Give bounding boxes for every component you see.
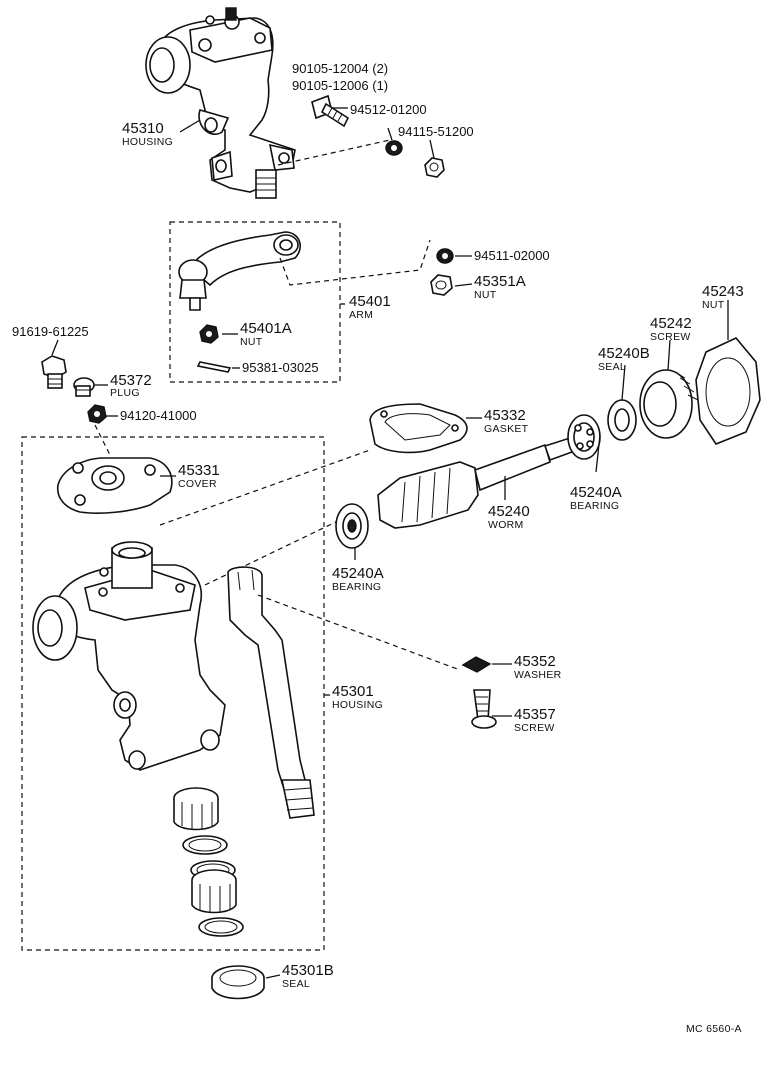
bearing-45240A-left [335, 503, 369, 549]
label-45357-name: SCREW [514, 722, 555, 734]
plug-45372 [73, 377, 95, 397]
label-94512: 94512-01200 [350, 102, 427, 117]
label-94511: 94511-02000 [474, 248, 550, 263]
gasket-45332 [369, 403, 468, 454]
label-45240A-right-name: BEARING [570, 500, 619, 512]
plug-91619 [41, 355, 67, 389]
label-45310-number: 45310 [122, 120, 164, 137]
label-45401A-number: 45401A [240, 320, 292, 337]
pitman-arm-group-box [169, 221, 341, 383]
sector-shaft [227, 566, 315, 819]
label-45240-number: 45240 [488, 503, 530, 520]
label-95381: 95381-03025 [242, 360, 319, 375]
label-45301B-name: SEAL [282, 978, 310, 990]
label-45351A-number: 45351A [474, 273, 526, 290]
label-45332-number: 45332 [484, 407, 526, 424]
assembled-gear-housing [145, 7, 296, 199]
label-45243-number: 45243 [702, 283, 744, 300]
label-45357-number: 45357 [514, 706, 556, 723]
label-45372-name: PLUG [110, 387, 140, 399]
label-45352-name: WASHER [514, 669, 562, 681]
washer-45352 [461, 656, 492, 673]
label-45240A-left-number: 45240A [332, 565, 384, 582]
seal-45240B [607, 399, 637, 441]
label-45243-name: NUT [702, 299, 725, 311]
snap-ring-upper [182, 835, 228, 855]
gear-housing-45301 [32, 541, 226, 771]
label-45242-name: SCREW [650, 331, 691, 343]
label-45240B-number: 45240B [598, 345, 650, 362]
washer-94512 [385, 140, 403, 156]
needle-bearing-lower [191, 869, 237, 914]
snap-ring-lower [198, 917, 244, 937]
label-94120: 94120-41000 [120, 408, 197, 423]
needle-bearing-upper [173, 787, 219, 831]
label-94115: 94115-51200 [398, 124, 474, 139]
worm-shaft-45240 [377, 436, 573, 529]
seal-45301B [211, 965, 265, 1000]
label-45301B-number: 45301B [282, 962, 334, 979]
label-45240A-right-number: 45240A [570, 484, 622, 501]
figure-code: MC 6560-A [686, 1023, 742, 1035]
label-45351A-name: NUT [474, 289, 497, 301]
label-90105-b: 90105-12006 (1) [292, 78, 388, 93]
cotter-pin-95381 [196, 361, 232, 373]
main-housing-group-box [21, 436, 325, 951]
label-45301-number: 45301 [332, 683, 374, 700]
label-45240A-left-name: BEARING [332, 581, 381, 593]
lock-nut-45243 [695, 337, 761, 445]
nut-45351A [430, 274, 453, 296]
label-45242-number: 45242 [650, 315, 692, 332]
label-45352-number: 45352 [514, 653, 556, 670]
label-45401-name: ARM [349, 309, 373, 321]
label-91619: 91619-61225 [12, 324, 89, 339]
label-90105-a: 90105-12004 (2) [292, 61, 388, 76]
label-45332-name: GASKET [484, 423, 529, 435]
part-labels: 90105-12004 (2) 90105-12006 (1) 94512-01… [12, 61, 744, 1035]
nut-94115 [424, 157, 445, 178]
nut-94120 [87, 404, 107, 424]
leader-lines [51, 107, 729, 979]
label-45240B-name: SEAL [598, 361, 626, 373]
bearing-45240A-right [567, 414, 601, 460]
adjusting-screw-45242 [639, 369, 699, 439]
pitman-arm [178, 231, 301, 311]
cover-45331 [56, 457, 173, 514]
label-45240-name: WORM [488, 519, 524, 531]
label-45301-name: HOUSING [332, 699, 383, 711]
label-45310-name: HOUSING [122, 136, 173, 148]
label-45401A-name: NUT [240, 336, 263, 348]
bolt-90105 [311, 94, 350, 128]
screw-45357 [471, 689, 497, 729]
label-45331-number: 45331 [178, 462, 220, 479]
label-45331-name: COVER [178, 478, 217, 490]
label-45401-number: 45401 [349, 293, 391, 310]
washer-94511 [436, 248, 454, 264]
nut-45401A [199, 324, 219, 344]
label-45372-number: 45372 [110, 372, 152, 389]
